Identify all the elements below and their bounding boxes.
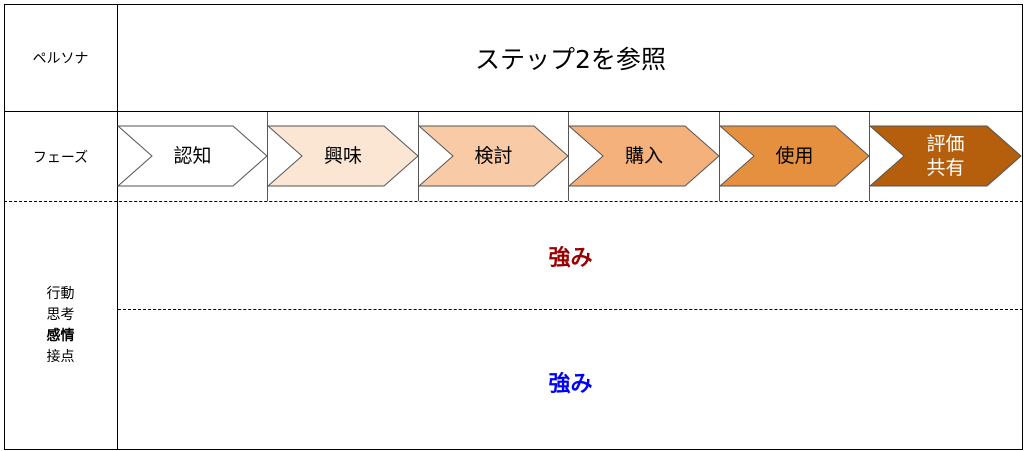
persona-value: ステップ2を参照 <box>475 44 666 74</box>
border-right <box>1022 4 1023 450</box>
strength-label-bottom: 強み <box>548 372 593 397</box>
touchpoint-label-line: 接点 <box>46 349 75 365</box>
border-bottom <box>4 449 1023 450</box>
phase-chevron-usage <box>718 125 870 187</box>
phase-col-divider <box>869 112 870 201</box>
border-top <box>4 4 1023 5</box>
behavior-row-label: 行動 思考 感情 接点 <box>4 202 117 450</box>
phase-col-divider <box>719 112 720 201</box>
persona-row-label: ペルソナ <box>32 50 89 67</box>
phase-chevron-awareness <box>116 125 268 187</box>
phase-chevron-consideration <box>417 125 569 187</box>
phase-col-divider <box>267 112 268 201</box>
border-left <box>4 4 5 450</box>
phase-chevron-purchase <box>567 125 720 187</box>
persona-row-divider <box>4 111 1023 112</box>
phase-label-consideration: 検討 <box>474 145 513 167</box>
phase-chevron-interest <box>266 125 419 187</box>
phase-row-label: フェーズ <box>32 149 89 166</box>
phase-col-divider <box>568 112 569 201</box>
emotion-label-line: 感情 <box>46 328 75 344</box>
phase-label-awareness: 認知 <box>173 145 212 167</box>
thought-label-line: 思考 <box>46 307 75 323</box>
phase-label-interest: 興味 <box>323 145 362 167</box>
phase-chevron-review-share <box>868 125 1022 187</box>
phase-label-usage: 使用 <box>775 145 814 167</box>
behavior-label-line: 行動 <box>46 286 75 302</box>
header-column-divider <box>117 4 118 450</box>
strength-label-top: 強み <box>548 246 593 271</box>
phase-col-divider <box>418 112 419 201</box>
phase-label-review-share: 評価 共有 <box>926 133 965 179</box>
strength-divider <box>118 309 1023 310</box>
phase-label-purchase: 購入 <box>624 145 663 167</box>
phase-row-divider <box>4 201 1023 202</box>
